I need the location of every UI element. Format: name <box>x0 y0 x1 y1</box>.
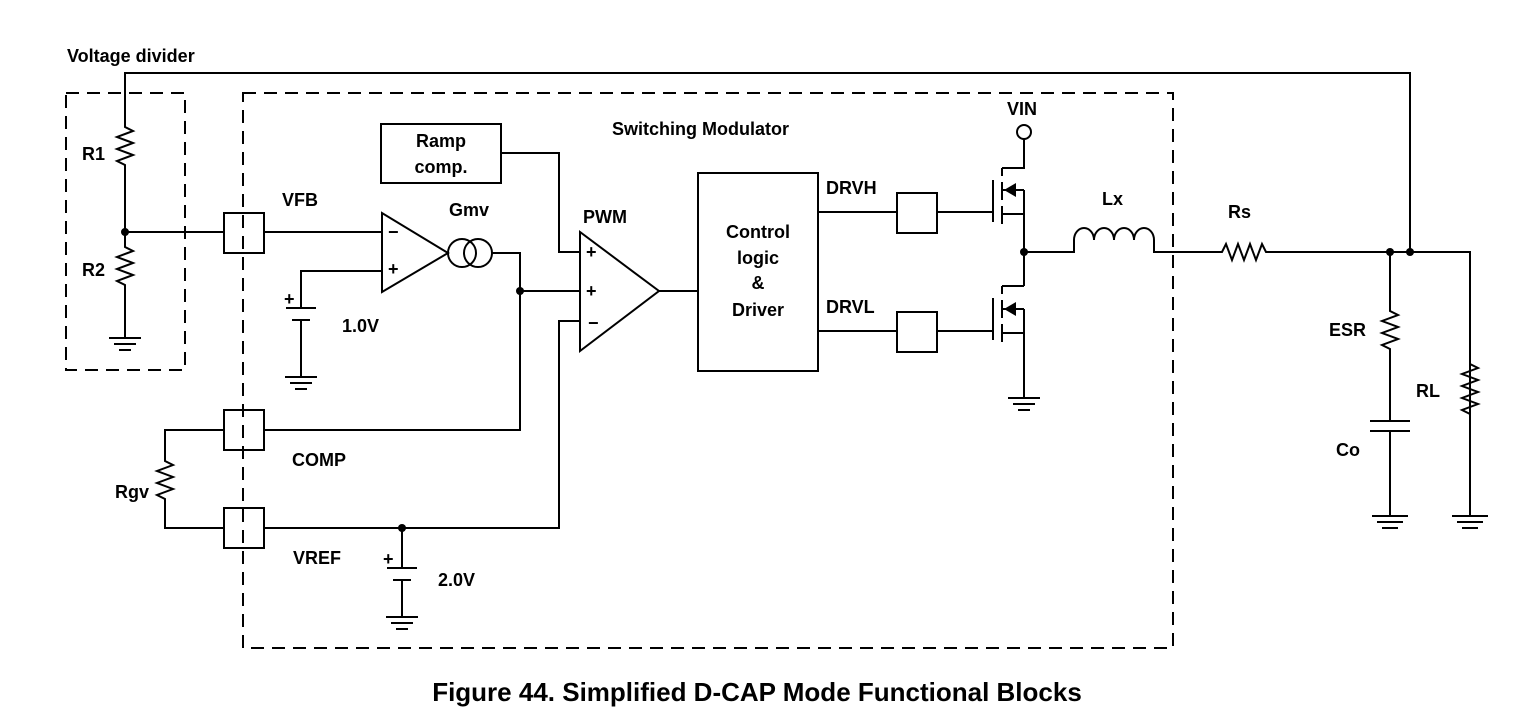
pwm-plus-sign-2: + <box>586 281 597 301</box>
ramp-comp-label-2: comp. <box>414 157 467 177</box>
co-label: Co <box>1336 440 1360 460</box>
pwm-plus-sign-1: + <box>586 242 597 262</box>
rgv-resistor <box>154 429 224 529</box>
rgv-label: Rgv <box>115 482 149 502</box>
figure-caption: Figure 44. Simplified D-CAP Mode Functio… <box>432 677 1082 707</box>
ramp-to-pwm-wire <box>501 152 580 253</box>
ramp-comp-label-1: Ramp <box>416 131 466 151</box>
pwm-comparator <box>579 230 661 354</box>
vref-label: VREF <box>293 548 341 568</box>
vin-terminal <box>1016 124 1032 140</box>
high-side-mosfet <box>937 139 1025 224</box>
lx-label: Lx <box>1102 189 1123 209</box>
battery-1v0-plus: + <box>284 289 295 309</box>
gmv-label: Gmv <box>449 200 489 220</box>
vin-label: VIN <box>1007 99 1037 119</box>
battery-1v0 <box>285 307 317 390</box>
vfb-label: VFB <box>282 190 318 210</box>
inductor-lx <box>1024 227 1212 253</box>
rs-label: Rs <box>1228 202 1251 222</box>
esr-label: ESR <box>1329 320 1366 340</box>
r2-resistor <box>114 232 136 338</box>
rl-resistor <box>1459 252 1481 516</box>
drvh-pin <box>896 192 938 234</box>
battery-1v0-label: 1.0V <box>342 316 379 336</box>
co-ground <box>1372 515 1408 529</box>
resistor-rs <box>1212 241 1471 484</box>
gmv-plus-wire <box>300 270 382 308</box>
rl-label: RL <box>1416 381 1440 401</box>
gmv-plus-sign: + <box>388 259 399 279</box>
drvl-pin <box>896 311 938 353</box>
low-side-ground <box>1008 397 1040 411</box>
capacitor-co <box>1370 420 1410 516</box>
low-side-mosfet <box>937 285 1025 342</box>
gmv-current-source-left <box>447 238 477 268</box>
control-logic-driver-block <box>697 172 819 372</box>
pwm-minus-sign: − <box>588 313 599 333</box>
output-node-2 <box>1406 248 1414 256</box>
gmv-out-wire <box>264 252 521 431</box>
feedback-top-wire <box>124 72 1411 252</box>
r1-label: R1 <box>82 144 105 164</box>
pwm-label: PWM <box>583 207 627 227</box>
r2-label: R2 <box>82 260 105 280</box>
gmv-minus-sign: − <box>388 222 399 242</box>
r1-resistor <box>114 93 136 232</box>
drvh-label: DRVH <box>826 178 877 198</box>
battery-2v0 <box>386 528 418 630</box>
control-label-1: Control <box>726 222 790 242</box>
gmv-amplifier <box>381 211 450 294</box>
gmv-current-source-right <box>463 238 493 268</box>
ground-symbol <box>109 337 141 351</box>
switching-modulator-label: Switching Modulator <box>612 119 789 139</box>
voltage-divider-label: Voltage divider <box>67 46 195 66</box>
comp-label: COMP <box>292 450 346 470</box>
vref-to-pwm-wire <box>264 320 580 529</box>
control-label-3: & <box>752 273 765 293</box>
esr-resistor <box>1379 252 1401 421</box>
battery-2v0-label: 2.0V <box>438 570 475 590</box>
drvl-label: DRVL <box>826 297 875 317</box>
rl-ground <box>1452 515 1488 529</box>
battery-2v0-plus: + <box>383 549 394 569</box>
control-label-2: logic <box>737 248 779 268</box>
switching-modulator-boundary <box>242 92 1174 649</box>
control-label-4: Driver <box>732 300 784 320</box>
